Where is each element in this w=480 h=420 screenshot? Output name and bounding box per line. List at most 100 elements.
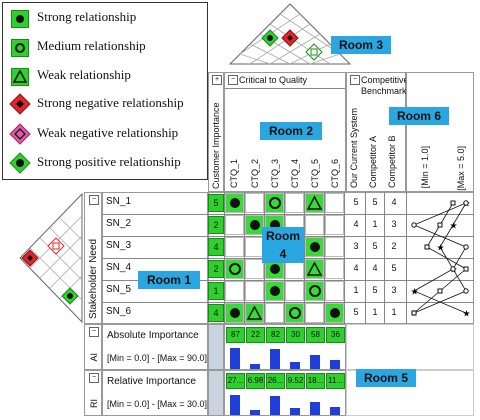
absolute-importance-value: 82 [266,327,285,343]
benchmark-label: Our Current System [349,107,359,188]
ri-short-label: RI [89,399,99,408]
ri-section-header: − RI [84,370,102,416]
collapse-icon[interactable]: − [228,75,238,85]
relative-importance-bar [270,396,280,415]
weak-triangle-icon [306,195,323,210]
strong-dot-icon [270,264,280,274]
competitive-benchmarks-label: Competitive Benchmarks [361,75,412,96]
need-label: SN_5 [106,284,132,295]
medium-circle-icon [229,263,241,275]
relationship-cell [325,215,344,235]
benchmark-value: 5 [372,241,378,251]
medium-circle-icon [289,307,301,319]
ctq-label: CTQ_3 [270,158,280,188]
legend-label: Strong positive relationship [37,154,181,169]
need-label: SN_1 [106,196,132,207]
benchmark-chart: ★★★★★★ [411,199,471,319]
relationship-cell [285,281,304,301]
collapse-icon[interactable]: − [89,373,99,383]
benchmark-value: 1 [391,307,397,317]
absolute-importance-value: 30 [286,327,305,343]
relationship-cell [245,215,264,235]
filled-dot-icon [11,10,29,28]
medium-circle-icon [309,285,321,297]
benchmark-marker: ★ [463,309,471,319]
relationship-cell [305,237,324,257]
benchmark-marker: ★ [437,243,445,253]
relative-importance-bar [330,407,340,415]
strong-dot-icon [230,198,240,208]
legend-item: Weak relationship [3,65,207,89]
benchmark-value: 5 [372,197,378,207]
benchmark-marker [437,222,443,228]
customer-importance-label: Customer Importance [211,102,221,189]
absolute-importance-label: Absolute Importance [107,330,199,341]
benchmark-marker [463,200,469,206]
room-1-label: Room 1 [138,271,200,289]
relationship-cell [225,281,244,301]
relationship-cell [225,303,244,323]
legend-item: Strong positive relationship [3,152,207,176]
ctq-label: CTQ_5 [310,158,320,188]
room-5-label: Room 5 [356,369,416,387]
triangle-icon [11,68,29,86]
stakeholder-need-label: Stakeholder Need [88,238,99,319]
green-diamond-icon [9,152,31,174]
expand-icon[interactable]: + [212,75,222,85]
importance-cell: 4 [208,238,224,256]
benchmark-label: Competitor A [368,135,378,188]
critical-to-quality-label: Critical to Quality [239,75,308,85]
benchmark-marker: ★ [450,221,458,231]
need-label: SN_2 [106,218,132,229]
relationship-cell [225,259,244,279]
benchmark-label: Competitor B [387,135,397,188]
bench-max-label: [Max = 5.0] [456,146,466,191]
relationship-cell [325,259,344,279]
relative-importance-value: 26... [266,373,285,389]
benchmark-value: 5 [353,197,359,207]
benchmark-value: 1 [372,219,378,229]
weak-triangle-icon [306,261,323,276]
relative-importance-bar [230,395,240,415]
legend-item: Strong relationship [3,7,207,31]
room-6-label: Room 6 [389,107,449,125]
ri-range-label: [Min = 0.0] - [Max = 30.0] [107,399,208,409]
stakeholder-need-header: − Stakeholder Need [84,192,102,324]
collapse-icon[interactable]: − [350,75,360,85]
strong-dot-icon [330,308,340,318]
benchmark-value: 3 [391,285,397,295]
absolute-importance-value: 87 [226,327,245,343]
relationship-cell [285,193,304,213]
collapse-icon[interactable]: − [89,195,99,205]
benchmark-line [413,202,467,314]
need-label: SN_4 [106,262,132,273]
absolute-importance-bar [330,360,340,369]
roof-weak-cell [305,43,323,61]
benchmark-marker [463,266,469,272]
relationship-cell [225,237,244,257]
left-correlation-roof [19,192,83,324]
relationship-cell [245,259,264,279]
relative-importance-value: 6.98 [246,373,265,389]
relationship-cell [325,303,344,323]
relative-importance-bar [290,408,300,415]
ctq-label: CTQ_2 [250,158,260,188]
legend-item: Strong negative relationship [3,93,207,117]
customer-importance-header: + Customer Importance [208,72,224,192]
ctq-label: CTQ_6 [330,158,340,188]
need-label: SN_6 [106,306,132,317]
benchmark-marker: ★ [411,287,419,297]
benchmark-value: 2 [391,241,397,251]
benchmark-value: 3 [353,241,359,251]
correlation-roof [228,3,352,65]
red-diamond-icon [9,93,31,115]
absolute-importance-value: 58 [306,327,325,343]
weak-triangle-icon [246,305,263,320]
benchmark-marker [463,244,469,250]
absolute-importance-value: 36 [326,327,345,343]
strong-dot-icon [270,220,280,230]
benchmark-value: 5 [353,307,359,317]
relationship-cell [245,303,264,323]
collapse-icon[interactable]: − [89,327,99,337]
